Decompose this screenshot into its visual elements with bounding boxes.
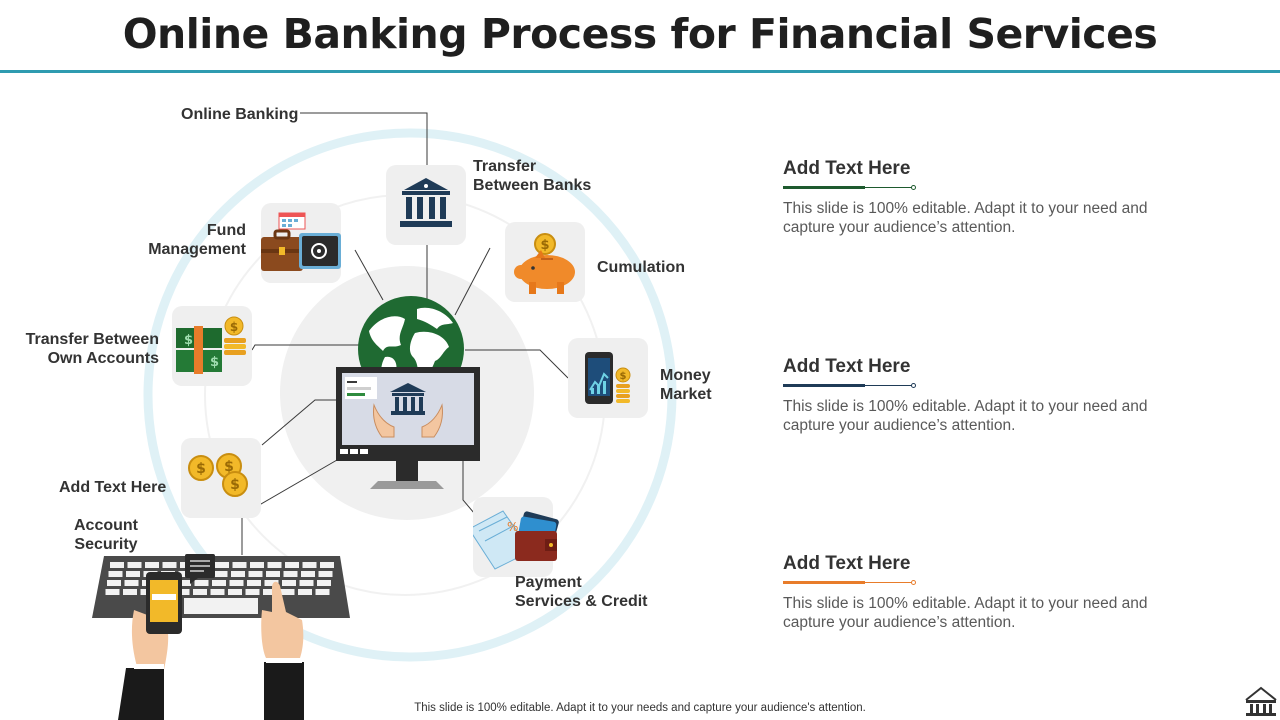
keyboard-key bbox=[284, 571, 298, 577]
label-add-text: Add Text Here bbox=[59, 478, 166, 497]
svg-text:$: $ bbox=[540, 238, 549, 253]
payment-tile: % bbox=[473, 497, 553, 577]
keyboard-key bbox=[109, 571, 123, 577]
keyboard-key bbox=[247, 580, 261, 586]
text-block-body: This slide is 100% editable. Adapt it to… bbox=[783, 199, 1173, 237]
keyboard-key bbox=[249, 571, 263, 577]
keyboard-key bbox=[281, 589, 295, 595]
keyboard-key bbox=[250, 562, 264, 568]
money-market-tile: $ bbox=[568, 338, 648, 418]
footer-note: This slide is 100% editable. Adapt it to… bbox=[0, 702, 1280, 714]
keyboard-key bbox=[195, 580, 209, 586]
keyboard-key bbox=[145, 562, 159, 568]
keyboard-key bbox=[214, 571, 228, 577]
keyboard-key bbox=[316, 589, 330, 595]
text-block-3: Add Text Here This slide is 100% editabl… bbox=[783, 553, 1183, 632]
keyboard-key bbox=[233, 562, 247, 568]
svg-text:$: $ bbox=[230, 477, 240, 493]
keyboard-key bbox=[110, 562, 124, 568]
keyboard-key bbox=[215, 562, 229, 568]
label-payment-services: Payment Services & Credit bbox=[515, 573, 648, 611]
label-transfer-between-banks: Transfer Between Banks bbox=[473, 157, 591, 195]
text-block-heading: Add Text Here bbox=[783, 356, 1183, 378]
fund-management-tile bbox=[261, 203, 341, 283]
keyboard-key bbox=[298, 589, 312, 595]
text-block-2: Add Text Here This slide is 100% editabl… bbox=[783, 356, 1183, 435]
label-money-market: Money Market bbox=[660, 366, 712, 404]
text-block-heading: Add Text Here bbox=[783, 553, 1183, 575]
keyboard-key bbox=[301, 571, 315, 577]
briefcase-safe-icon bbox=[261, 203, 343, 283]
svg-text:$: $ bbox=[210, 355, 219, 370]
keyboard-key bbox=[106, 589, 120, 595]
heading-underline bbox=[783, 183, 918, 193]
gold-coins-icon: $ $ $ bbox=[181, 438, 261, 518]
mobile-chart-icon: $ bbox=[568, 338, 648, 418]
keyboard-key bbox=[282, 580, 296, 586]
keyboard-key bbox=[300, 580, 314, 586]
cards-wallet-icon: % bbox=[473, 497, 563, 577]
text-block-heading: Add Text Here bbox=[783, 158, 1183, 180]
keyboard-key bbox=[246, 589, 260, 595]
keyboard-key bbox=[230, 580, 244, 586]
keyboard-key bbox=[320, 562, 334, 568]
keyboard-key bbox=[303, 562, 317, 568]
svg-text:$: $ bbox=[184, 333, 193, 348]
text-block-body: This slide is 100% editable. Adapt it to… bbox=[783, 594, 1173, 632]
keyboard-key bbox=[317, 580, 331, 586]
text-block-body: This slide is 100% editable. Adapt it to… bbox=[783, 397, 1173, 435]
monitor-bank-icon bbox=[334, 365, 484, 495]
label-fund-management: Fund Management bbox=[120, 221, 246, 259]
keyboard-key bbox=[319, 571, 333, 577]
keyboard-key bbox=[212, 580, 226, 586]
label-online-banking: Online Banking bbox=[181, 105, 298, 124]
text-block-1: Add Text Here This slide is 100% editabl… bbox=[783, 158, 1183, 237]
coins-tile: $ $ $ bbox=[181, 438, 261, 518]
svg-text:$: $ bbox=[196, 461, 206, 477]
keyboard-key bbox=[107, 580, 121, 586]
label-cumulation: Cumulation bbox=[597, 258, 685, 277]
piggy-bank-tile: $ bbox=[505, 222, 585, 302]
heading-underline bbox=[783, 381, 918, 391]
keyboard-phone-hands-icon bbox=[90, 550, 370, 720]
keyboard-key bbox=[228, 589, 242, 595]
keyboard-key bbox=[231, 571, 245, 577]
piggy-bank-icon: $ bbox=[505, 222, 585, 302]
keyboard-key bbox=[128, 562, 142, 568]
keyboard-key bbox=[285, 562, 299, 568]
home-icon[interactable] bbox=[1244, 686, 1278, 716]
label-account-security: Account Security bbox=[56, 516, 156, 554]
keyboard-key bbox=[126, 571, 140, 577]
keyboard-key bbox=[125, 580, 139, 586]
heading-underline bbox=[783, 578, 918, 588]
svg-text:$: $ bbox=[620, 371, 627, 382]
cash-tile: $ $ $ bbox=[172, 306, 252, 386]
keyboard-key bbox=[123, 589, 137, 595]
label-transfer-own-accounts: Transfer Between Own Accounts bbox=[10, 330, 159, 368]
svg-text:$: $ bbox=[230, 320, 238, 334]
bank-icon bbox=[386, 165, 466, 245]
keyboard-key bbox=[266, 571, 280, 577]
keyboard-key bbox=[193, 589, 207, 595]
keyboard-key bbox=[211, 589, 225, 595]
keyboard-key bbox=[163, 562, 177, 568]
cash-coins-icon: $ $ $ bbox=[172, 306, 252, 386]
banking-diagram: $ $ bbox=[0, 0, 720, 720]
keyboard-key bbox=[268, 562, 282, 568]
bank-tile bbox=[386, 165, 466, 245]
